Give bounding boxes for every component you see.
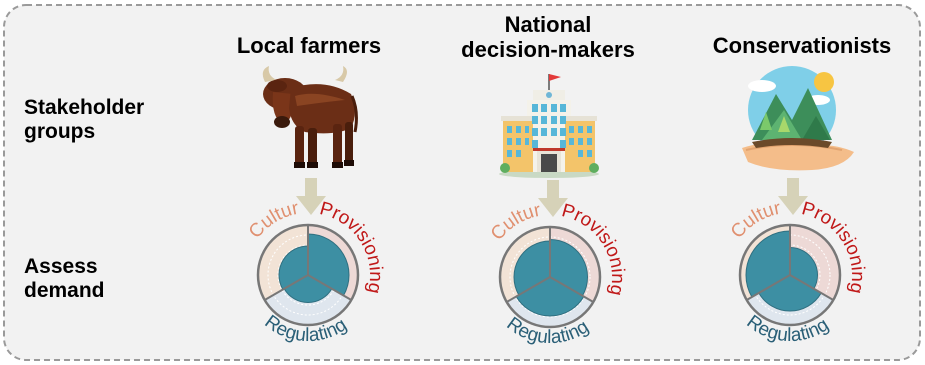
sector-divider [307, 274, 352, 301]
arrow-down-icon [778, 178, 808, 215]
group-title-national-decision-makers: National decision-makers [448, 12, 648, 63]
row-label-line: Stakeholder [24, 96, 145, 119]
group-title-line: decision-makers [461, 37, 635, 63]
sector-divider [264, 274, 309, 301]
demand-chart-local-farmers: ProvisioningRegulatingCultural [215, 179, 386, 346]
group-title-line: National [504, 12, 592, 37]
demand-sector-regulating [515, 276, 585, 317]
outer-ring [498, 225, 602, 329]
group-title-line: Conservationists [712, 33, 892, 58]
nature-in-hands-icon [742, 66, 854, 171]
sector-divider [506, 276, 551, 303]
demand-chart-national-decision-makers: ProvisioningRegulatingCultural [457, 181, 628, 348]
arrow-down-icon [296, 178, 326, 215]
sector-divider [746, 274, 791, 301]
group-title-line: Local farmers [236, 33, 382, 58]
sector-divider [549, 276, 594, 303]
row-label-assess-demand: Assess demand [24, 255, 105, 303]
group-title-local-farmers: Local farmers [214, 33, 404, 58]
demand-chart-conservationists: ProvisioningRegulatingCultural [697, 179, 868, 346]
arrow-down-icon [538, 180, 568, 217]
row-label-line: Assess [24, 255, 98, 278]
outer-ring [738, 223, 842, 327]
row-label-stakeholder-groups: Stakeholder groups [24, 96, 144, 144]
row-label-line: groups [24, 120, 96, 144]
cow-icon [262, 66, 358, 168]
outer-ring [256, 223, 360, 327]
sector-divider [789, 274, 834, 301]
row-label-line: demand [24, 279, 105, 303]
group-title-conservationists: Conservationists [692, 33, 912, 58]
government-building-icon [499, 74, 599, 178]
